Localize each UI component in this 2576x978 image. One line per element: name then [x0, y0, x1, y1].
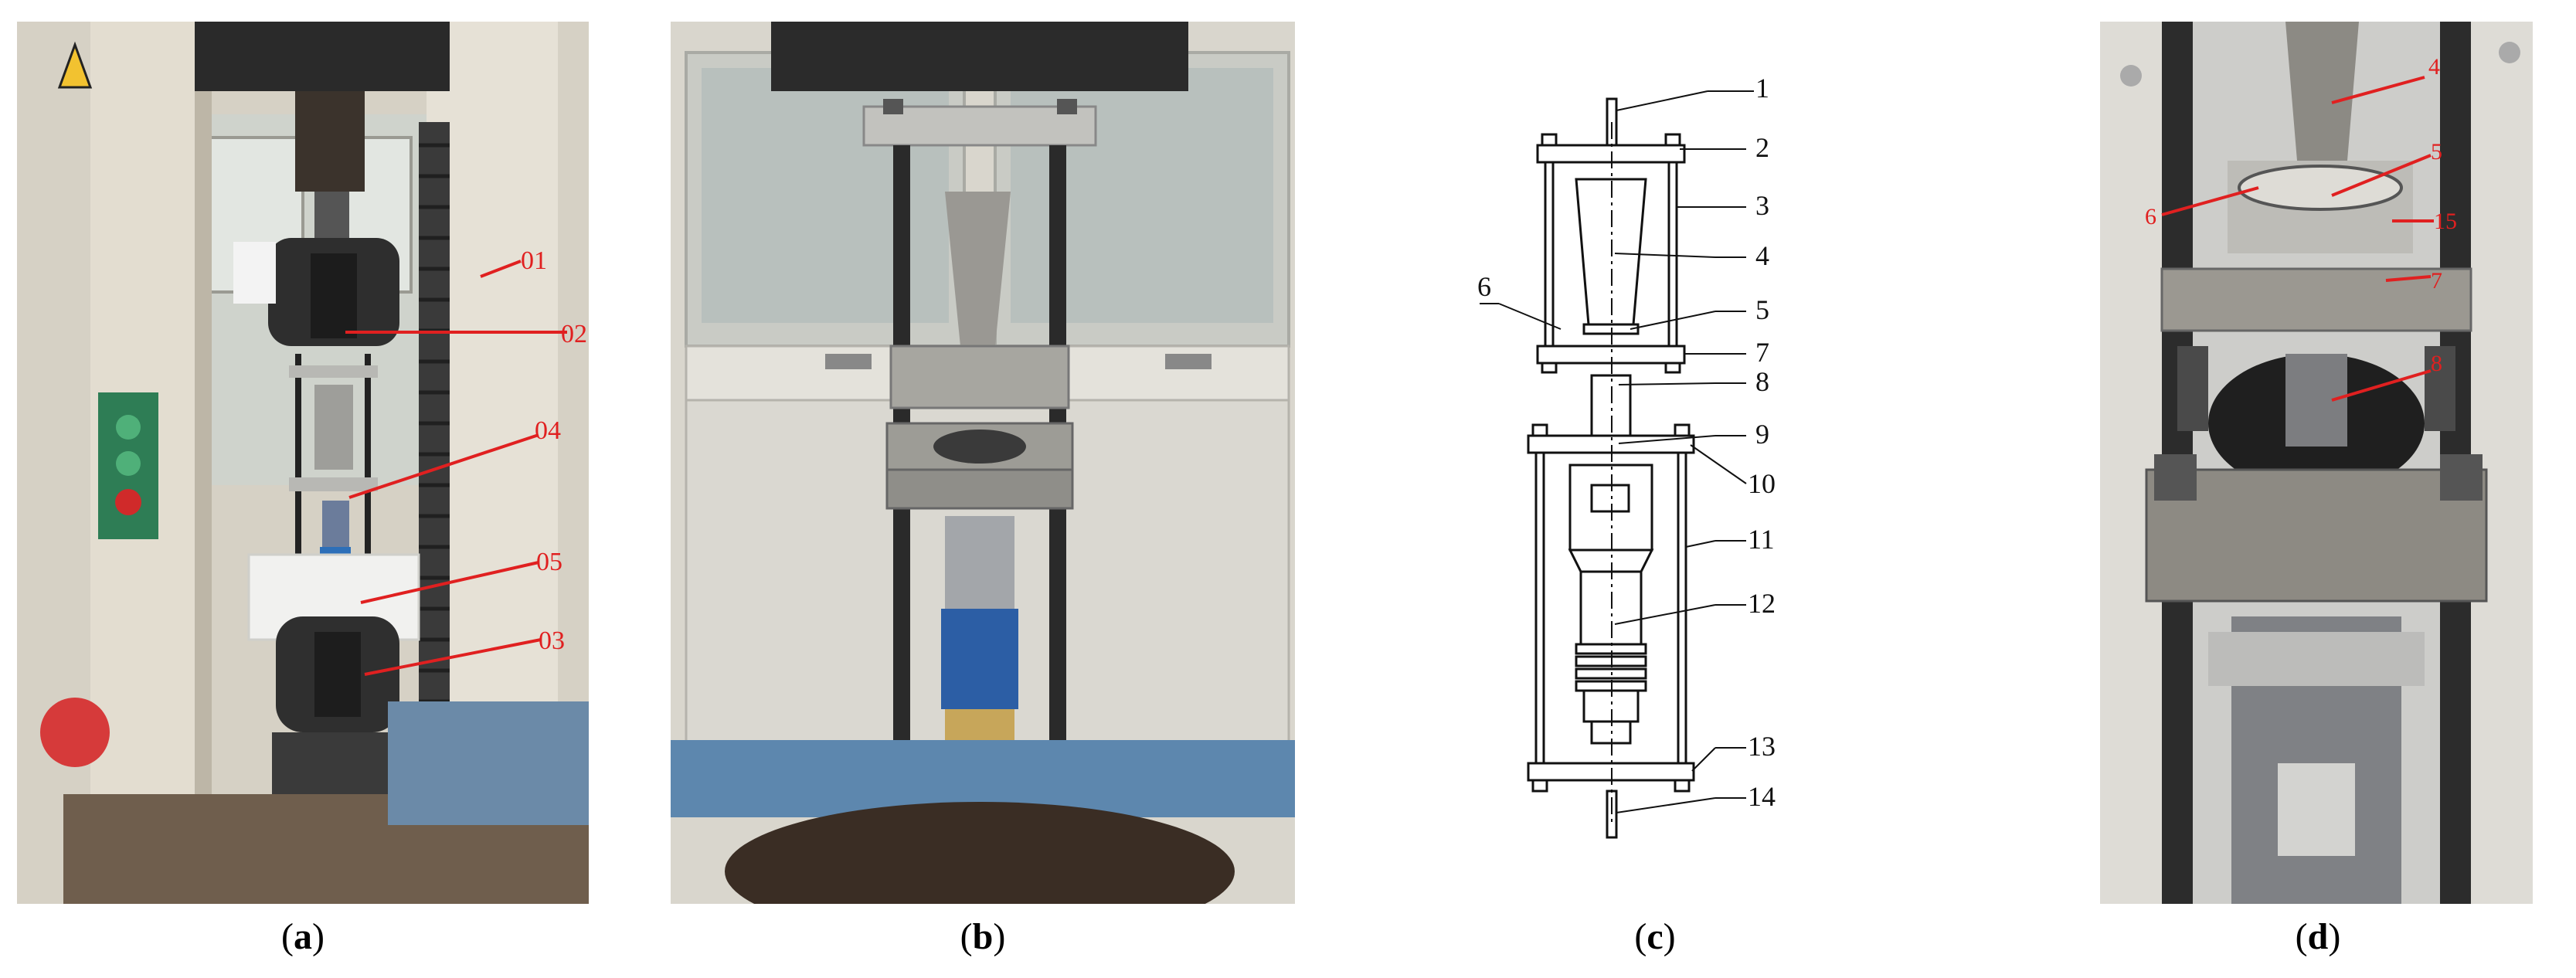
part-number: 14 [1748, 781, 1776, 812]
caption-letter: a [294, 916, 312, 957]
part-number: 1 [1755, 73, 1769, 104]
callout-label: 03 [539, 627, 565, 655]
photo-fixture-detail: 4 5 6 15 7 8 [2100, 22, 2533, 904]
schematic-drawing-lines [1480, 90, 1754, 839]
part-number: 4 [1755, 240, 1769, 271]
part-number: 13 [1748, 731, 1776, 762]
caption-d: (d) [2295, 916, 2341, 957]
callout-label: 05 [536, 548, 562, 576]
caption-a: (a) [281, 916, 325, 957]
photo-testing-machine-drawing [17, 22, 589, 904]
photo-testing-machine: 01 02 04 05 03 [17, 22, 589, 904]
callout-label: 5 [2431, 139, 2442, 165]
callout-label: 4 [2428, 54, 2440, 80]
part-number: 12 [1748, 588, 1776, 619]
callout-label: 01 [521, 246, 547, 275]
part-number: 5 [1755, 294, 1769, 325]
photo-fixture-assembly-drawing [671, 22, 1295, 904]
part-number: 3 [1755, 190, 1769, 221]
caption-c: (c) [1634, 916, 1676, 957]
callout-label: 02 [561, 320, 587, 348]
caption-letter: c [1647, 916, 1664, 957]
caption-b: (b) [960, 916, 1006, 957]
schematic-drawing: 1 2 3 4 5 6 7 8 9 10 11 12 13 14 [1468, 22, 1808, 904]
callout-label: 7 [2431, 268, 2442, 294]
schematic-drawing-labels: 1 2 3 4 5 6 7 8 9 10 11 12 13 14 [1477, 73, 1776, 812]
photo-fixture-detail-drawing [2100, 22, 2533, 904]
photo-fixture-assembly [671, 22, 1295, 904]
callout-label: 04 [535, 416, 561, 445]
photo-testing-machine-callouts: 01 02 04 05 03 [521, 246, 587, 655]
photo-fixture-detail-callouts: 4 5 6 15 7 8 [2145, 54, 2457, 376]
part-number: 10 [1748, 468, 1776, 499]
part-number: 2 [1755, 132, 1769, 163]
caption-letter: d [2307, 916, 2329, 957]
part-number: 6 [1477, 271, 1491, 302]
part-number: 9 [1755, 419, 1769, 450]
part-number: 8 [1755, 366, 1769, 397]
callout-label: 15 [2434, 209, 2457, 234]
caption-letter: b [972, 916, 994, 957]
part-number: 11 [1748, 524, 1775, 555]
callout-label: 8 [2431, 351, 2442, 376]
callout-label: 6 [2145, 204, 2156, 229]
part-number: 7 [1755, 337, 1769, 368]
